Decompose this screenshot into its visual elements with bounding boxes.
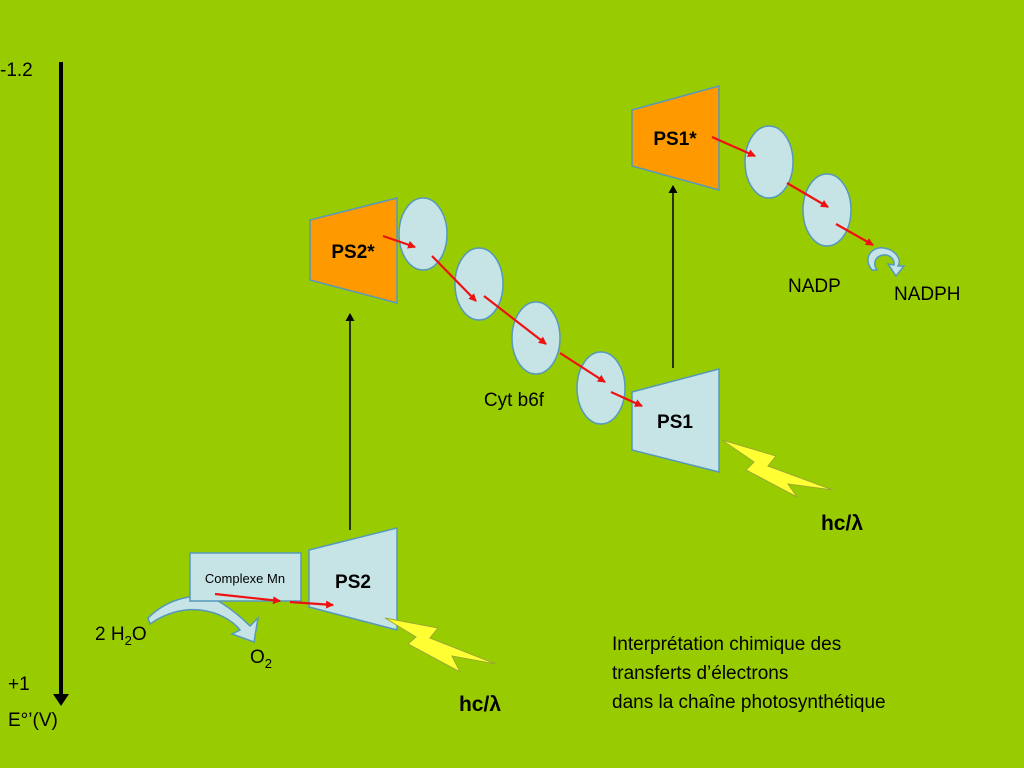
electron-transfer-arrows bbox=[214, 135, 874, 609]
energy-axis bbox=[53, 62, 69, 706]
electron-arrow bbox=[431, 255, 477, 302]
caption-line-3: dans la chaîne photosynthétique bbox=[612, 692, 886, 713]
nadp-reduction-arrow bbox=[867, 247, 906, 278]
electron-arrow bbox=[289, 600, 334, 609]
electron-arrow bbox=[711, 135, 756, 158]
axis-top-label: -1.2 bbox=[0, 60, 33, 81]
electron-arrow bbox=[610, 390, 643, 408]
carrier-oval bbox=[802, 173, 852, 247]
light-label-ps1: hc/λ bbox=[821, 512, 863, 535]
electron-arrow bbox=[483, 295, 547, 345]
oxygen-label: O2 bbox=[250, 647, 272, 671]
electron-arrow bbox=[835, 223, 874, 246]
carrier-oval bbox=[454, 247, 504, 321]
carrier-oval bbox=[511, 301, 561, 375]
ps2-star-label: PS2* bbox=[331, 242, 375, 263]
light-label-ps2: hc/λ bbox=[459, 693, 501, 716]
ps2-star-trapezoid bbox=[309, 197, 398, 304]
ps1-trapezoid bbox=[631, 368, 720, 473]
lightning-icon bbox=[721, 439, 834, 498]
electron-arrow bbox=[214, 592, 281, 605]
ps1-star-trapezoid bbox=[631, 85, 720, 191]
ps1-label: PS1 bbox=[657, 412, 693, 433]
complexe-mn-label: Complexe Mn bbox=[205, 571, 285, 586]
carrier-oval bbox=[744, 125, 794, 199]
electron-arrow bbox=[786, 182, 829, 208]
lightning-icon bbox=[384, 617, 497, 674]
nadph-label: NADPH bbox=[894, 284, 961, 305]
ps1-star-label: PS1* bbox=[653, 129, 697, 150]
carrier-oval bbox=[398, 197, 448, 271]
electron-arrow bbox=[382, 234, 416, 249]
nadp-label: NADP bbox=[788, 276, 841, 297]
caption-line-1: Interprétation chimique des bbox=[612, 634, 841, 655]
electron-arrow bbox=[559, 352, 606, 383]
complexe-mn-box bbox=[189, 552, 302, 602]
axis-title: E°’(V) bbox=[8, 710, 58, 731]
caption-line-2: transferts d’électrons bbox=[612, 663, 788, 684]
axis-bottom-label: +1 bbox=[8, 674, 30, 695]
cyt-b6f-label: Cyt b6f bbox=[484, 390, 545, 411]
water-label: 2 H2O bbox=[95, 624, 147, 648]
cyt-b6f-oval bbox=[576, 351, 626, 425]
ps2-label: PS2 bbox=[335, 572, 371, 593]
water-oxidation-arrow bbox=[147, 595, 260, 644]
